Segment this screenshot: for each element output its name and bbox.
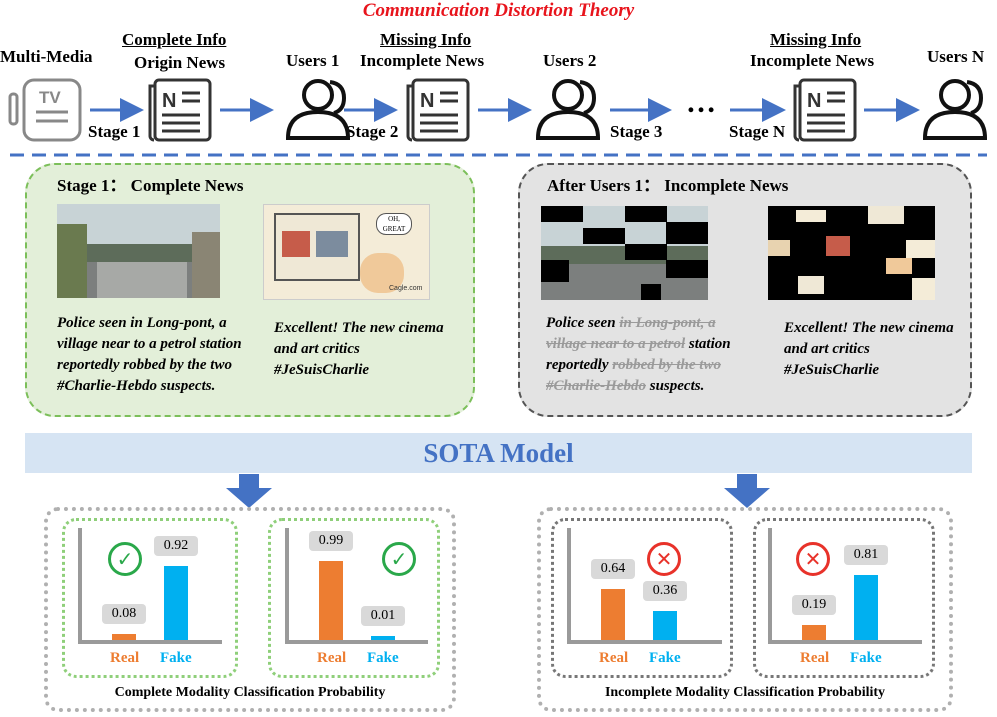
stage2-label: Stage 2: [346, 122, 399, 141]
bar-value-label: 0.08: [102, 604, 146, 624]
chart-x-axis: [285, 640, 428, 644]
cartoon-image: OH, GREAT Cagle.com: [263, 204, 430, 300]
masked-police-photo: [541, 206, 708, 300]
missing-text-1: in Long-pont, a village near to a petrol: [546, 315, 716, 352]
bar-value-label: 0.36: [643, 581, 687, 601]
chart-box-1: [62, 518, 238, 678]
missing-info-label-1: Missing Info: [380, 30, 472, 49]
bar-fake: [371, 636, 395, 640]
x-label-fake: Fake: [850, 650, 882, 666]
newspaper-icon-origin: N: [148, 78, 212, 142]
cartoon-credit: Cagle.com: [389, 285, 423, 292]
x-label-real: Real: [317, 650, 347, 666]
bar-value-label: 0.01: [361, 606, 405, 626]
user-icon-2: [535, 79, 601, 140]
chart-box-3: [551, 518, 733, 678]
police-photo: [57, 204, 220, 298]
cross-icon: ✕: [647, 542, 681, 576]
missing-info-label-n: Missing Info: [770, 30, 862, 49]
right-caption-2: Excellent! The new cinema and art critic…: [784, 320, 954, 378]
svg-text:N: N: [807, 90, 821, 112]
chart-y-axis: [567, 528, 571, 640]
ellipsis: …: [686, 86, 716, 119]
user-icon-n: [922, 79, 988, 140]
missing-text-2: robbed by the two #Charlie-Hebdo: [546, 357, 721, 394]
bar-real: [112, 634, 136, 640]
model-label: SOTA Model: [423, 438, 574, 468]
bar-value-label: 0.81: [844, 545, 888, 565]
complete-footer: Complete Modality Classification Probabi…: [114, 685, 386, 700]
stage3-label: Stage 3: [610, 122, 663, 141]
bar-real: [601, 589, 625, 640]
bar-value-label: 0.99: [309, 531, 353, 551]
chart-box-2: [268, 518, 440, 678]
chart-y-axis: [78, 528, 82, 640]
usersN-label: Users N: [927, 47, 985, 66]
incomplete-results-box: [537, 507, 953, 712]
down-arrow-left: [226, 474, 272, 508]
source-label: Multi-Media: [0, 47, 93, 66]
bar-value-label: 0.19: [792, 595, 836, 615]
incomplete-footer: Incomplete Modality Classification Proba…: [604, 685, 886, 700]
stageN-label: Stage N: [729, 122, 786, 141]
x-label-fake: Fake: [649, 650, 681, 666]
users1-label: Users 1: [286, 51, 340, 70]
x-label-real: Real: [110, 650, 140, 666]
cross-icon: ✕: [796, 542, 830, 576]
complete-info-label: Complete Info: [122, 30, 227, 49]
svg-text:N: N: [420, 90, 434, 112]
chart-box-4: [753, 518, 935, 678]
chart-x-axis: [78, 640, 222, 644]
tv-icon: TV: [8, 78, 82, 142]
x-label-fake: Fake: [160, 650, 192, 666]
users2-label: Users 2: [543, 51, 597, 70]
down-arrow-right: [724, 474, 770, 508]
complete-results-box: [44, 507, 456, 712]
speech-bubble: OH, GREAT: [376, 213, 412, 235]
left-caption-2: Excellent! The new cinema and art critic…: [274, 320, 444, 378]
chart-x-axis: [567, 640, 722, 644]
newspaper-icon-incomplete-1: N: [406, 78, 470, 142]
bar-value-label: 0.92: [154, 536, 198, 556]
stage1-label: Stage 1: [88, 122, 141, 141]
masked-cartoon-image: [768, 206, 935, 300]
x-label-real: Real: [599, 650, 629, 666]
bar-fake: [164, 566, 188, 640]
bar-fake: [854, 575, 878, 640]
x-label-real: Real: [800, 650, 830, 666]
left-caption-1: Police seen in Long-pont, a village near…: [57, 315, 242, 394]
bar-value-label: 0.64: [591, 559, 635, 579]
chart-y-axis: [285, 528, 289, 640]
diagram-title: Communication Distortion Theory: [362, 0, 635, 21]
origin-news-label: Origin News: [134, 53, 226, 72]
model-band: [25, 433, 972, 473]
newspaper-icon-incomplete-n: N: [793, 78, 857, 142]
bar-real: [319, 561, 343, 640]
svg-text:TV: TV: [39, 88, 61, 107]
complete-news-header: Stage 1： Complete News: [57, 176, 244, 195]
chart-x-axis: [768, 640, 922, 644]
svg-text:N: N: [162, 90, 176, 112]
flow-graphic: TV N N N: [8, 78, 988, 157]
chart-y-axis: [768, 528, 772, 640]
right-caption-1: Police seen in Long-pont, a village near…: [546, 315, 731, 394]
user-icon-1: [285, 79, 351, 140]
check-icon: ✓: [382, 542, 416, 576]
incomplete-news-header: After Users 1： Incomplete News: [547, 176, 789, 195]
bar-fake: [653, 611, 677, 640]
x-label-fake: Fake: [367, 650, 399, 666]
bar-real: [802, 625, 826, 640]
incomplete-news-label-1: Incomplete News: [360, 51, 485, 70]
check-icon: ✓: [108, 542, 142, 576]
incomplete-news-label-n: Incomplete News: [750, 51, 875, 70]
